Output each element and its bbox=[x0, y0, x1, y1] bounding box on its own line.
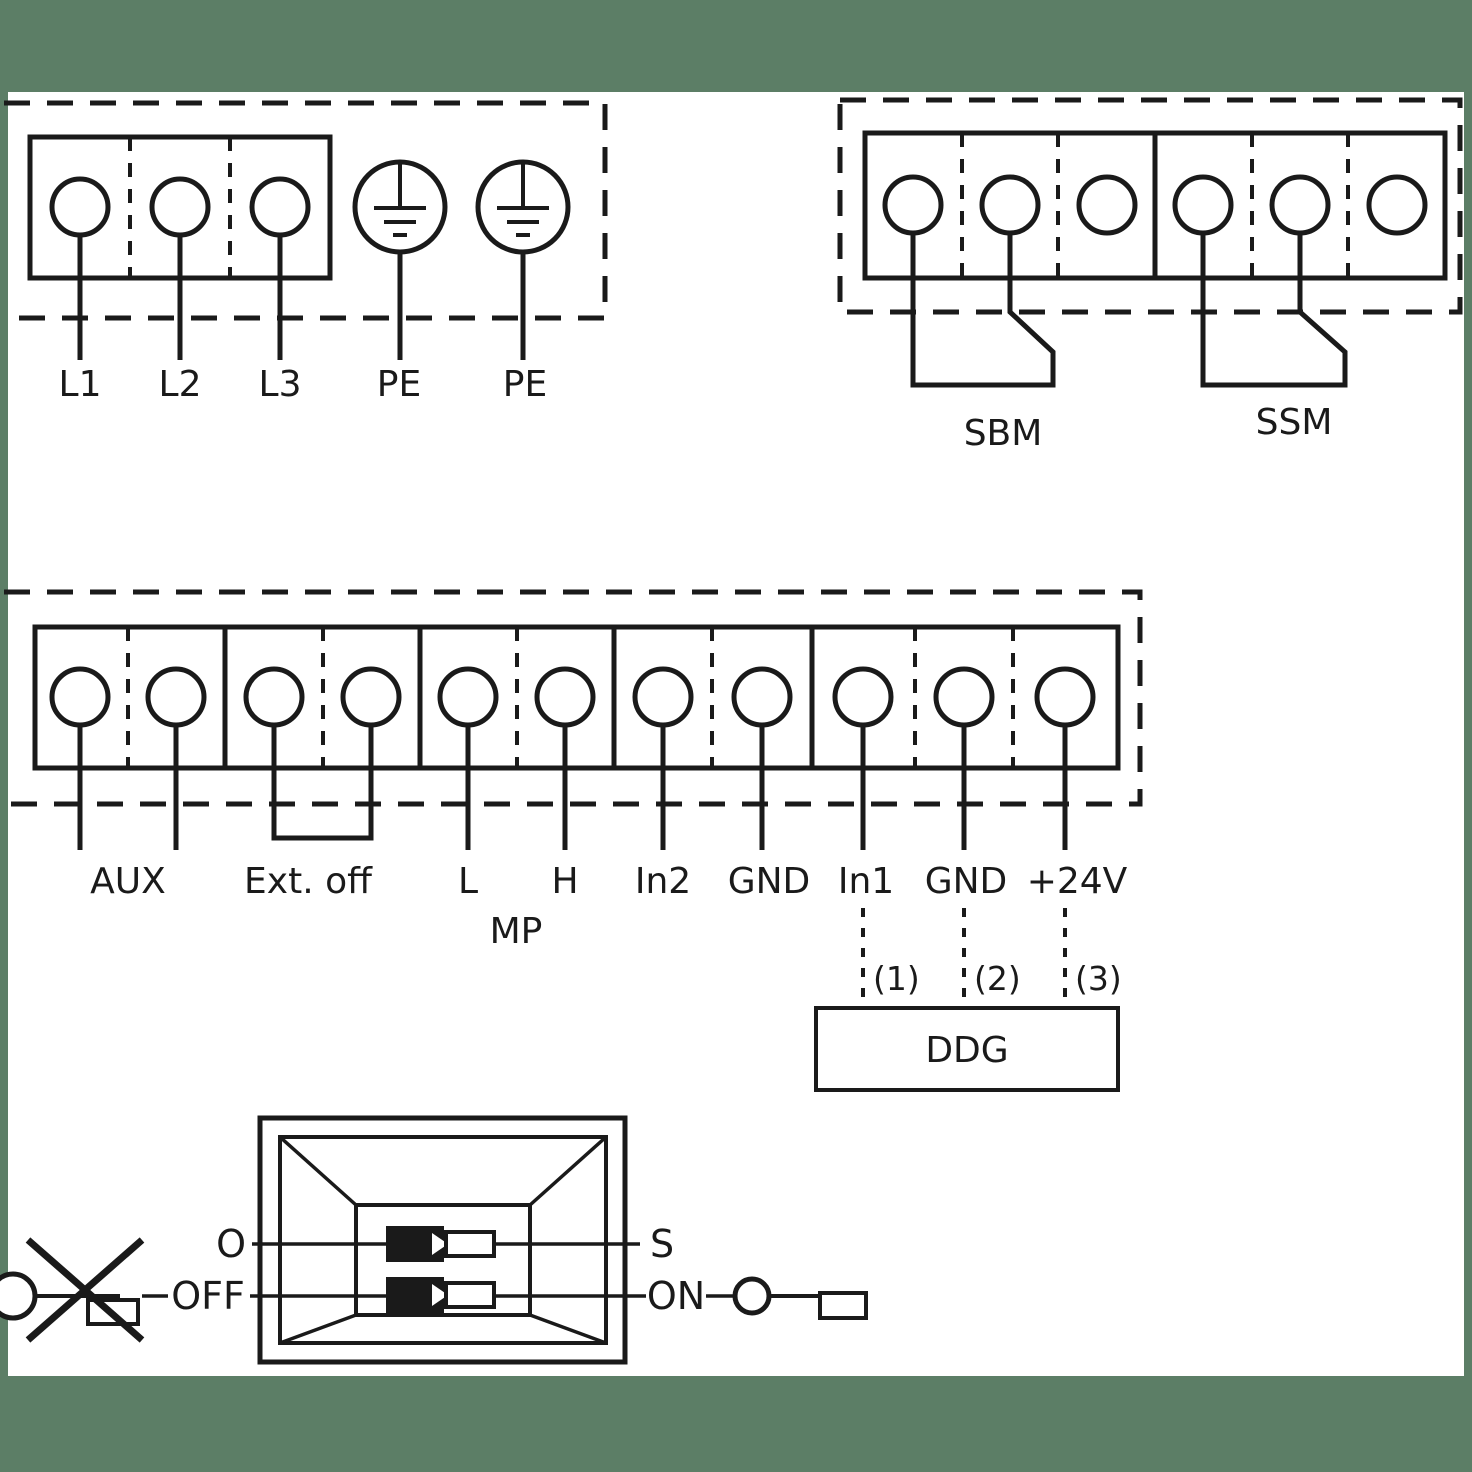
terminal-circle bbox=[49, 666, 111, 728]
terminal-circle bbox=[249, 176, 311, 238]
dip-switch-assembly: O S OFF ON bbox=[0, 1115, 868, 1365]
dip-label-s: S bbox=[650, 1222, 674, 1266]
relay-label-sbm: SBM bbox=[964, 413, 1043, 454]
terminal-label-l3: L3 bbox=[259, 364, 302, 405]
relay-label-ssm: SSM bbox=[1256, 402, 1333, 443]
rocker-notch bbox=[432, 1233, 448, 1255]
control-terminal-box bbox=[32, 624, 1121, 771]
relay-dashed-outline bbox=[837, 97, 1463, 315]
terminal-circle bbox=[340, 666, 402, 728]
control-terminal-block: AUX Ext. off L H In2 GND In1 GND +24V MP… bbox=[4, 589, 1143, 1092]
control-label-in2: In2 bbox=[635, 861, 691, 902]
terminal-circle bbox=[1269, 174, 1331, 236]
terminal-circle bbox=[243, 666, 305, 728]
dip-label-on: ON bbox=[647, 1274, 705, 1318]
dip-rocker-1[interactable] bbox=[386, 1226, 496, 1262]
terminal-circle bbox=[882, 174, 944, 236]
terminal-label-pe: PE bbox=[377, 364, 421, 405]
terminal-circle bbox=[149, 176, 211, 238]
terminal-circle bbox=[933, 666, 995, 728]
key-ring bbox=[0, 1271, 38, 1321]
ext-off-jumper-wire bbox=[271, 725, 374, 841]
dip-label-off: OFF bbox=[171, 1274, 245, 1318]
dip-outer-box bbox=[257, 1115, 628, 1365]
control-label-extoff: Ext. off bbox=[244, 861, 373, 902]
dip-bevel-line bbox=[278, 1135, 358, 1207]
dip-bevel-line bbox=[528, 1135, 608, 1207]
key-bit bbox=[818, 1291, 868, 1320]
control-label-gnd2: GND bbox=[925, 861, 1008, 902]
ddg-sensor-box bbox=[814, 1006, 1120, 1092]
dip-rocker-2[interactable] bbox=[386, 1277, 496, 1313]
control-label-l: L bbox=[458, 861, 478, 902]
terminal-label-l2: L2 bbox=[159, 364, 202, 405]
sensor-pin-1: (1) bbox=[873, 959, 920, 998]
terminal-circle bbox=[1076, 174, 1138, 236]
terminal-circle bbox=[1366, 174, 1428, 236]
cross-out-line bbox=[25, 1237, 145, 1343]
mains-terminal-block: L1 L2 L3 PE PE bbox=[4, 100, 608, 405]
control-label-24v: +24V bbox=[1027, 861, 1128, 902]
sensor-pin-3: (3) bbox=[1075, 959, 1122, 998]
terminal-circle bbox=[979, 174, 1041, 236]
mains-dashed-outline bbox=[4, 100, 608, 321]
control-dashed-outline bbox=[4, 589, 1143, 807]
key-crossed-icon bbox=[0, 1237, 145, 1343]
dip-label-o: O bbox=[216, 1222, 246, 1266]
dip-inner-box bbox=[278, 1135, 608, 1345]
control-label-h: H bbox=[551, 861, 578, 902]
dip-switch-face bbox=[354, 1203, 532, 1317]
terminal-circle bbox=[437, 666, 499, 728]
control-label-gnd1: GND bbox=[728, 861, 811, 902]
rocker-slot bbox=[444, 1230, 496, 1258]
sensor-pin-2: (2) bbox=[974, 959, 1021, 998]
terminal-circle bbox=[632, 666, 694, 728]
diagram-canvas bbox=[8, 92, 1464, 1376]
terminal-label-pe: PE bbox=[503, 364, 547, 405]
terminal-circle bbox=[145, 666, 207, 728]
control-label-in1: In1 bbox=[838, 861, 894, 902]
terminal-circle bbox=[1034, 666, 1096, 728]
earth-terminal bbox=[352, 159, 448, 360]
earth-terminal bbox=[475, 159, 571, 360]
terminal-circle bbox=[534, 666, 596, 728]
terminal-circle bbox=[731, 666, 793, 728]
signal-relay-block: SBM SSM bbox=[837, 97, 1463, 454]
terminal-circle bbox=[1172, 174, 1234, 236]
rocker-notch bbox=[432, 1284, 448, 1306]
control-label-aux: AUX bbox=[90, 861, 166, 902]
key-icon bbox=[732, 1276, 868, 1320]
rocker-slot bbox=[444, 1281, 496, 1309]
ddg-label: DDG bbox=[925, 1030, 1008, 1071]
dip-bevel-line bbox=[279, 1313, 357, 1345]
terminal-circle bbox=[832, 666, 894, 728]
terminal-circle bbox=[49, 176, 111, 238]
key-ring bbox=[732, 1276, 772, 1316]
control-label-mp: MP bbox=[490, 911, 543, 952]
terminal-label-l1: L1 bbox=[59, 364, 102, 405]
dip-bevel-line bbox=[529, 1313, 607, 1345]
sbm-contact-wire bbox=[910, 233, 1056, 388]
ssm-contact-wire bbox=[1200, 233, 1348, 388]
